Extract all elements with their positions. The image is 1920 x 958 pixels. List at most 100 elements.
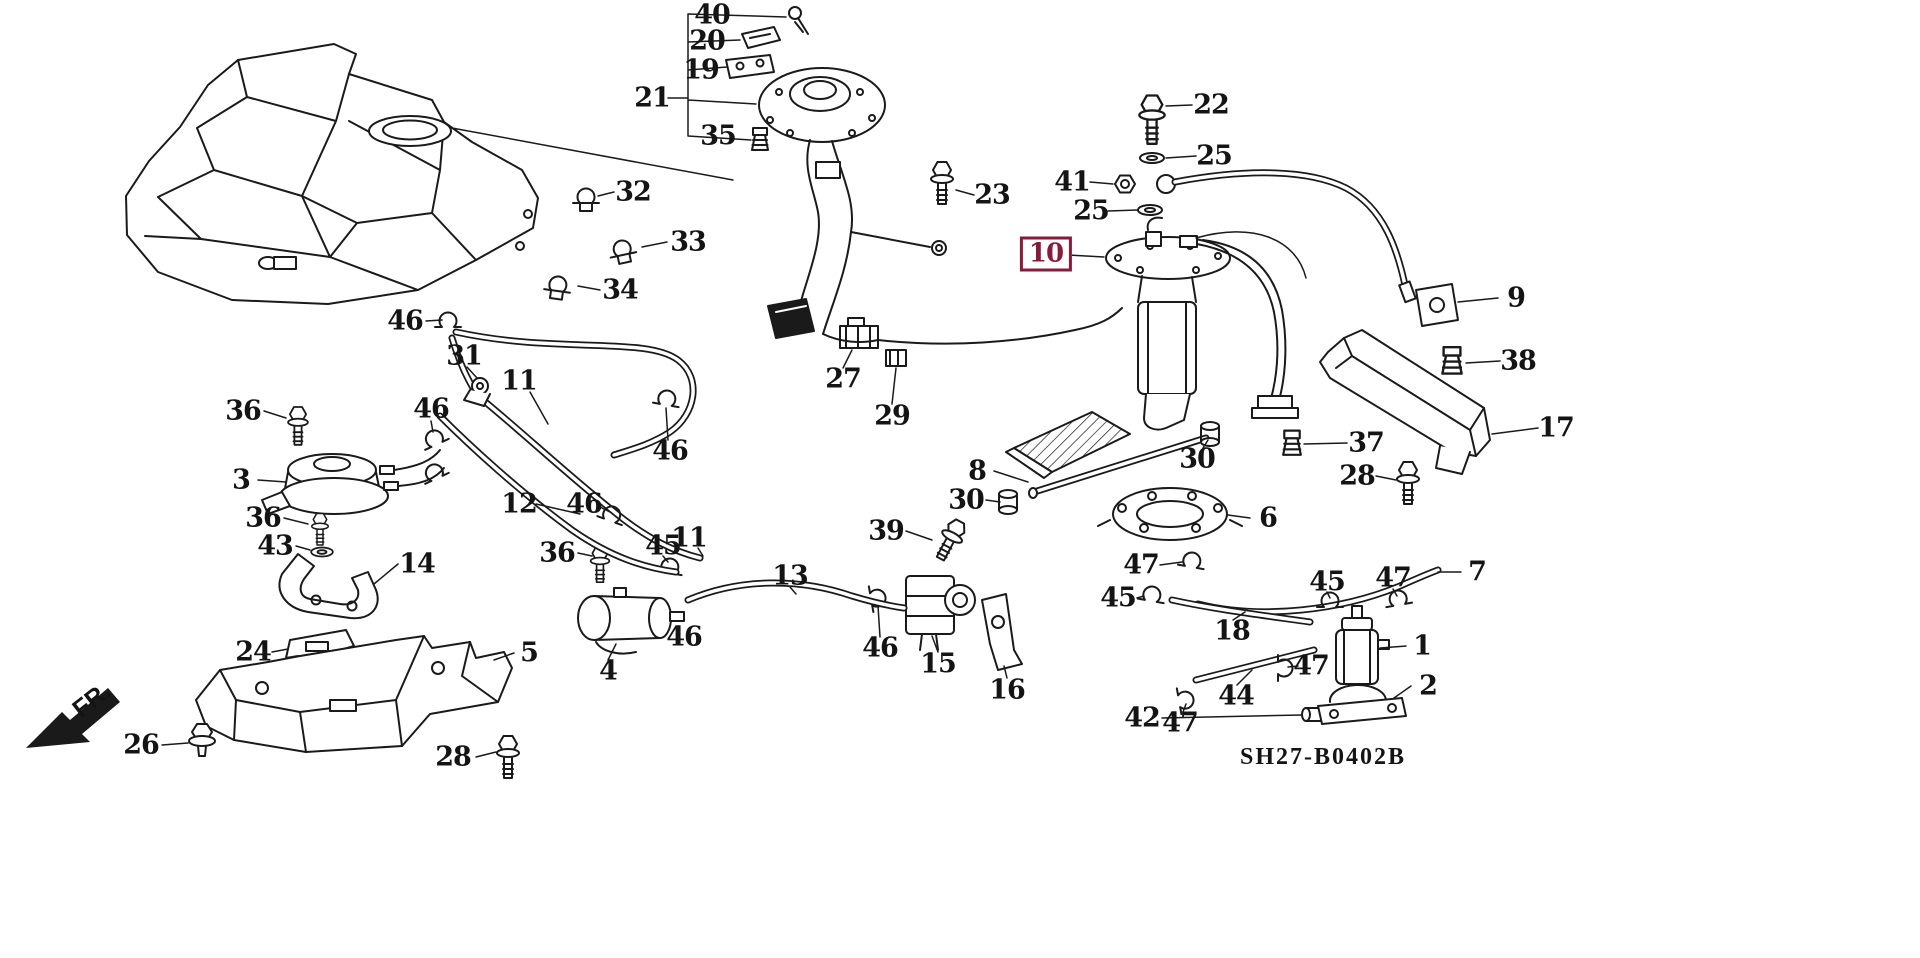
part-callout-1[interactable]: 1 [1413,630,1432,662]
part-callout-40[interactable]: 40 [694,0,731,31]
part-callout-20[interactable]: 20 [689,25,726,57]
bracket-19 [725,54,775,79]
part-callout-39[interactable]: 39 [868,515,905,547]
part-callout-36[interactable]: 36 [539,537,576,569]
part-callout-25[interactable]: 25 [1073,195,1110,227]
heat-shield-and-pipe-8 [1005,411,1210,499]
part-callout-47[interactable]: 47 [1162,707,1199,739]
part-callout-27[interactable]: 27 [825,363,862,395]
part-callout-19[interactable]: 19 [683,54,720,86]
diagram-code: SH27-B0402B [1240,744,1407,770]
part-callout-47[interactable]: 47 [1375,562,1412,594]
part-callout-11[interactable]: 11 [671,522,708,554]
part-callout-41[interactable]: 41 [1054,166,1091,198]
part-callout-45[interactable]: 45 [1309,566,1346,598]
part-callout-38[interactable]: 38 [1500,345,1537,377]
part-callout-37[interactable]: 37 [1348,427,1385,459]
part-callout-18[interactable]: 18 [1214,615,1251,647]
part-callout-46[interactable]: 46 [652,435,689,467]
part-callout-42[interactable]: 42 [1124,702,1161,734]
part-callout-21[interactable]: 21 [634,82,671,114]
part-callout-35[interactable]: 35 [700,120,737,152]
part-callout-17[interactable]: 17 [1538,412,1575,444]
part-callout-45[interactable]: 45 [645,530,682,562]
part-callout-25[interactable]: 25 [1196,140,1233,172]
part-callout-32[interactable]: 32 [615,176,652,208]
part-callout-3[interactable]: 3 [232,464,251,496]
part-callout-16[interactable]: 16 [989,674,1026,706]
part-callout-24[interactable]: 24 [235,636,272,668]
part-callout-47[interactable]: 47 [1293,650,1330,682]
part-callout-43[interactable]: 43 [257,530,294,562]
screw-40 [788,6,809,35]
part-callout-36[interactable]: 36 [245,502,282,534]
part-callout-23[interactable]: 23 [974,179,1011,211]
part-callout-29[interactable]: 29 [874,400,911,432]
fuel-tank [125,43,734,305]
leader-lines [161,104,1539,758]
two-way-valve-4 [577,587,685,655]
part-callout-2[interactable]: 2 [1419,670,1438,702]
part-callout-47[interactable]: 47 [1123,549,1160,581]
spacer-30-lower [998,489,1018,515]
part-callout-46[interactable]: 46 [413,393,450,425]
bracket-14 [278,553,379,620]
clip-34 [543,273,573,301]
part-callout-44[interactable]: 44 [1218,680,1255,712]
pump-fasteners-and-feed-hose [1114,94,1459,327]
hose-bracket-9 [1415,283,1459,327]
fr-arrow-icon [26,688,120,748]
lock-plate-20 [741,26,781,49]
part-callout-30[interactable]: 30 [1179,443,1216,475]
hose-13 [684,579,908,612]
part-callout-26[interactable]: 26 [123,729,160,761]
fuel-sender-assembly [667,6,886,151]
part-callout-5[interactable]: 5 [520,637,539,669]
vent-hoses [436,328,704,576]
part-callout-14[interactable]: 14 [399,548,436,580]
part-callout-10-selected[interactable]: 10 [1019,236,1073,272]
part-callout-6[interactable]: 6 [1259,502,1278,534]
filter-bracket-2 [1317,684,1407,725]
valve-bracket-16 [981,593,1023,671]
mounting-plate-5 [195,635,513,753]
part-callout-34[interactable]: 34 [602,274,639,306]
mounting-ring-6 [1097,487,1243,541]
fuel-pump-assembly [1105,216,1307,431]
clip-33 [606,236,638,265]
part-callout-8[interactable]: 8 [968,455,987,487]
part-callout-15[interactable]: 15 [920,648,957,680]
part-callout-36[interactable]: 36 [225,395,262,427]
vent-valve-3 [261,449,445,515]
connector-29 [885,349,907,367]
wire-harness [767,139,1123,367]
part-callout-33[interactable]: 33 [670,226,707,258]
part-callout-30[interactable]: 30 [948,484,985,516]
harness-clips [543,187,638,301]
part-callout-28[interactable]: 28 [1339,460,1376,492]
clip-32 [572,187,600,212]
part-callout-9[interactable]: 9 [1507,282,1526,314]
fuel-gauge-sender-21 [758,67,886,143]
part-callout-46[interactable]: 46 [566,488,603,520]
part-callout-46[interactable]: 46 [666,621,703,653]
pipe-clamp-31 [463,377,491,407]
part-callout-28[interactable]: 28 [435,741,472,773]
part-callout-12[interactable]: 12 [501,488,538,520]
part-callout-4[interactable]: 4 [599,655,618,687]
bracket-17 [1319,329,1491,475]
cut-off-valve-15 [905,575,976,651]
part-callout-45[interactable]: 45 [1100,582,1137,614]
part-callout-46[interactable]: 46 [862,632,899,664]
part-callout-7[interactable]: 7 [1468,556,1487,588]
part-callout-13[interactable]: 13 [772,560,809,592]
part-callout-46[interactable]: 46 [387,305,424,337]
connector-black [767,298,815,339]
part-callout-31[interactable]: 31 [446,340,483,372]
drain-bolt-26 [188,723,216,757]
part-callout-11[interactable]: 11 [501,365,538,397]
part-callout-22[interactable]: 22 [1193,89,1230,121]
